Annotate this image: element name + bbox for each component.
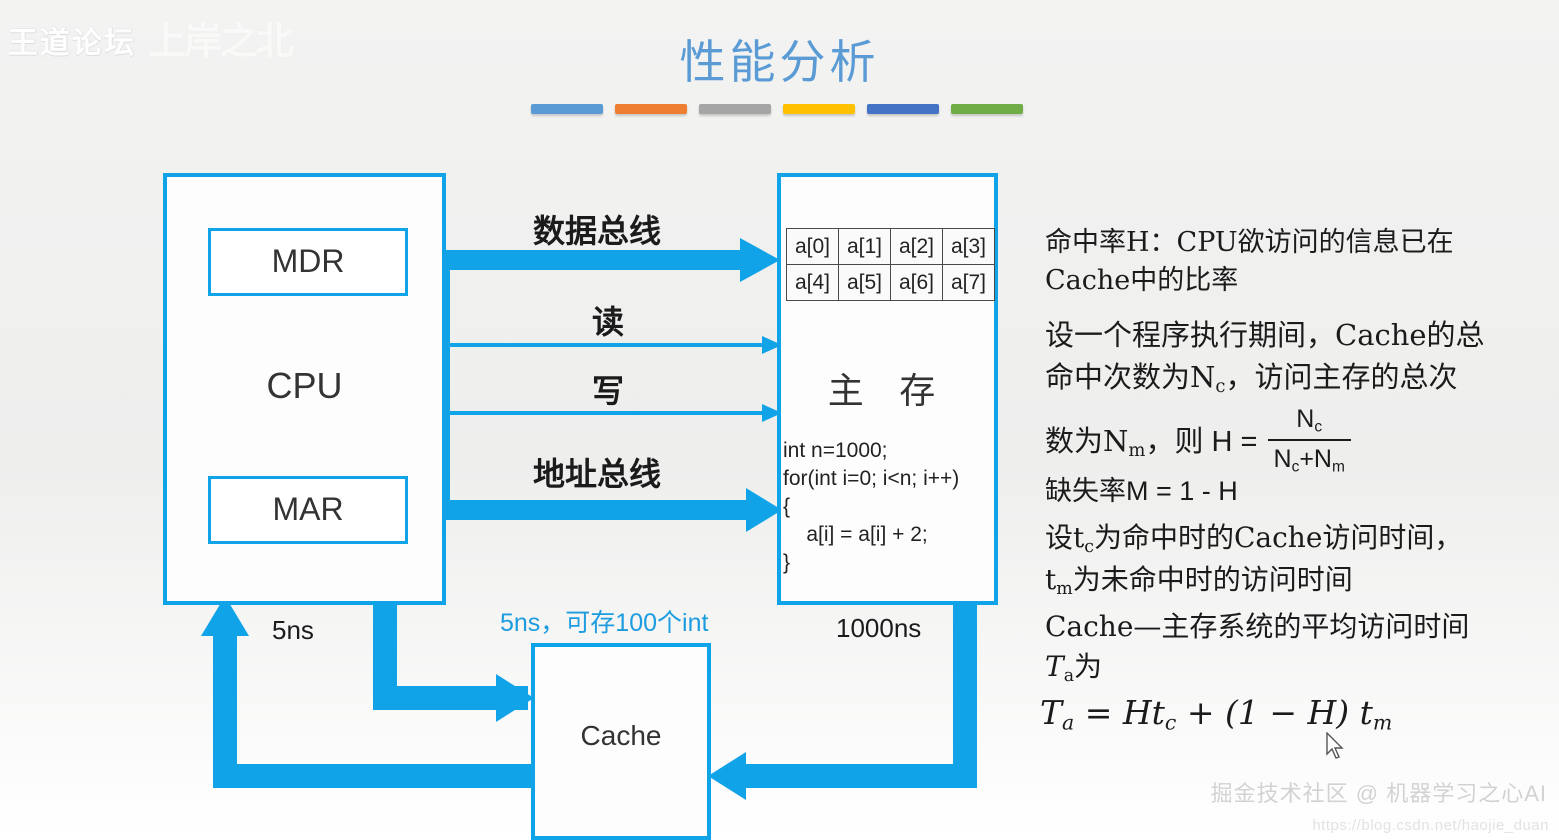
bar-blue	[867, 104, 939, 114]
note-times-line2-sub: m	[1056, 578, 1073, 599]
cache-box	[531, 643, 711, 840]
note-times-line1-a: 设t	[1045, 521, 1085, 554]
main-memory-label: 主 存	[827, 371, 948, 412]
watermark-bottom-url: https://blog.csdn.net/haojie_duan	[1312, 817, 1549, 834]
write-signal-label: 写	[592, 372, 625, 410]
note-avg-time-wei: 为	[1074, 649, 1103, 683]
formula-equals: =	[1074, 693, 1123, 732]
address-bus-label: 地址总线	[533, 455, 662, 493]
formula-tm: t	[1359, 693, 1373, 732]
note-counts-line3-a: 数为N	[1045, 423, 1129, 458]
formula-Htc: Ht	[1122, 693, 1165, 732]
note-times-line2: tm为未命中时的访问时间	[1045, 560, 1462, 602]
note-avg-time-line1: Cache—主存系统的平均访问时间	[1045, 610, 1470, 643]
read-signal-label: 读	[592, 303, 625, 341]
note-counts-line3-sub: m	[1128, 439, 1146, 461]
memory-cell: a[4]	[786, 264, 839, 301]
note-avg-time-sub: a	[1063, 665, 1075, 686]
mouse-cursor-icon	[1326, 732, 1344, 759]
note-counts-line1: 设一个程序执行期间，Cache的总	[1045, 318, 1485, 352]
watermark-bottom-right: 掘金技术社区 @ 机器学习之心AI	[1210, 781, 1547, 806]
fraction-den-sub2: m	[1331, 458, 1345, 476]
bar-light-blue	[531, 104, 603, 114]
note-hit-rate: 命中率H：CPU欲访问的信息已在 Cache中的比率	[1045, 224, 1454, 301]
bar-gray	[699, 104, 771, 114]
memory-cell: a[6]	[890, 264, 943, 301]
formula-tc-sub: c	[1164, 710, 1177, 735]
memory-code-snippet: int n=1000; for(int i=0; i<n; i++) { a[i…	[783, 439, 960, 574]
mar-label: MAR	[272, 491, 344, 527]
note-counts-line2-sub: c	[1215, 376, 1226, 398]
note-counts-line2: 命中次数为Nc，访问主存的总次	[1045, 356, 1485, 400]
watermark-top-left: 王道论坛	[8, 27, 136, 60]
memory-cell: a[2]	[890, 228, 943, 265]
memory-access-time-label: 1000ns	[836, 613, 922, 643]
bar-orange	[615, 104, 687, 114]
note-counts-line2-a: 命中次数为N	[1045, 360, 1216, 395]
note-avg-time-line2: Ta为	[1045, 647, 1469, 689]
fraction-den-sub1: c	[1291, 458, 1300, 476]
note-avg-time-T: T	[1045, 649, 1064, 683]
fraction-den-plus-N2: +N	[1299, 444, 1332, 473]
formula-average-access-time: Ta = Htc + (1 − H) tm	[1040, 693, 1392, 735]
title-accent-bars	[531, 104, 1023, 114]
memory-array-grid: a[0] a[1] a[2] a[3] a[4] a[5] a[6] a[7]	[786, 228, 995, 301]
memory-cell: a[1]	[838, 228, 891, 265]
cache-capacity-note: 5ns，可存100个int	[500, 609, 709, 637]
note-times-line1: 设tc为命中时的Cache访问时间，	[1045, 518, 1462, 560]
memory-cell: a[7]	[942, 264, 995, 301]
memory-cell: a[5]	[838, 264, 891, 301]
note-times-line2-b: 为未命中时的访问时间	[1072, 562, 1353, 596]
fraction-num-sub: c	[1314, 418, 1323, 436]
note-avg-time: Cache—主存系统的平均访问时间 Ta为	[1045, 607, 1469, 688]
fraction-num-N: N	[1296, 405, 1315, 434]
table-row: a[4] a[5] a[6] a[7]	[786, 264, 995, 301]
cache-label: Cache	[580, 720, 662, 751]
cpu-label: CPU	[266, 365, 343, 406]
formula-Ta: T	[1040, 693, 1063, 732]
note-times-line1-sub: c	[1084, 536, 1094, 557]
table-row: a[0] a[1] a[2] a[3]	[786, 228, 995, 265]
note-hit-rate-line1: 命中率H：CPU欲访问的信息已在	[1045, 227, 1454, 258]
watermark-top-left-logo: 上岸之北	[148, 21, 294, 63]
mar-box	[208, 476, 408, 544]
data-bus-label: 数据总线	[533, 212, 662, 250]
note-counts-line2-b: ，访问主存的总次	[1225, 360, 1458, 395]
mdr-label: MDR	[271, 243, 345, 279]
memory-cell: a[0]	[786, 228, 839, 265]
note-times: 设tc为命中时的Cache访问时间， tm为未命中时的访问时间	[1045, 518, 1462, 601]
formula-plus-term: + (1 − H)	[1176, 693, 1360, 732]
formula-tm-sub: m	[1372, 710, 1393, 735]
note-times-line1-b: 为命中时的Cache访问时间，	[1094, 521, 1463, 554]
formula-Ta-sub: a	[1062, 710, 1075, 735]
note-hit-rate-line2: Cache中的比率	[1045, 265, 1239, 297]
fraction-denominator: Nc+Nm	[1267, 438, 1351, 479]
note-counts: 设一个程序执行期间，Cache的总 命中次数为Nc，访问主存的总次 数为Nm，则…	[1045, 314, 1485, 482]
note-counts-line3-b: ，则 H =	[1145, 425, 1266, 458]
bar-green	[951, 104, 1023, 114]
fraction-den-N1: N	[1273, 444, 1292, 473]
note-times-line2-a: t	[1045, 562, 1057, 596]
bar-yellow	[783, 104, 855, 114]
fraction-numerator: Nc	[1268, 401, 1351, 439]
mdr-box	[208, 228, 408, 296]
memory-cell: a[3]	[942, 228, 995, 265]
note-miss-rate: 缺失率M = 1 - H	[1045, 476, 1238, 506]
page-title: 性能分析	[679, 35, 880, 89]
cache-access-time-label: 5ns	[272, 615, 314, 645]
